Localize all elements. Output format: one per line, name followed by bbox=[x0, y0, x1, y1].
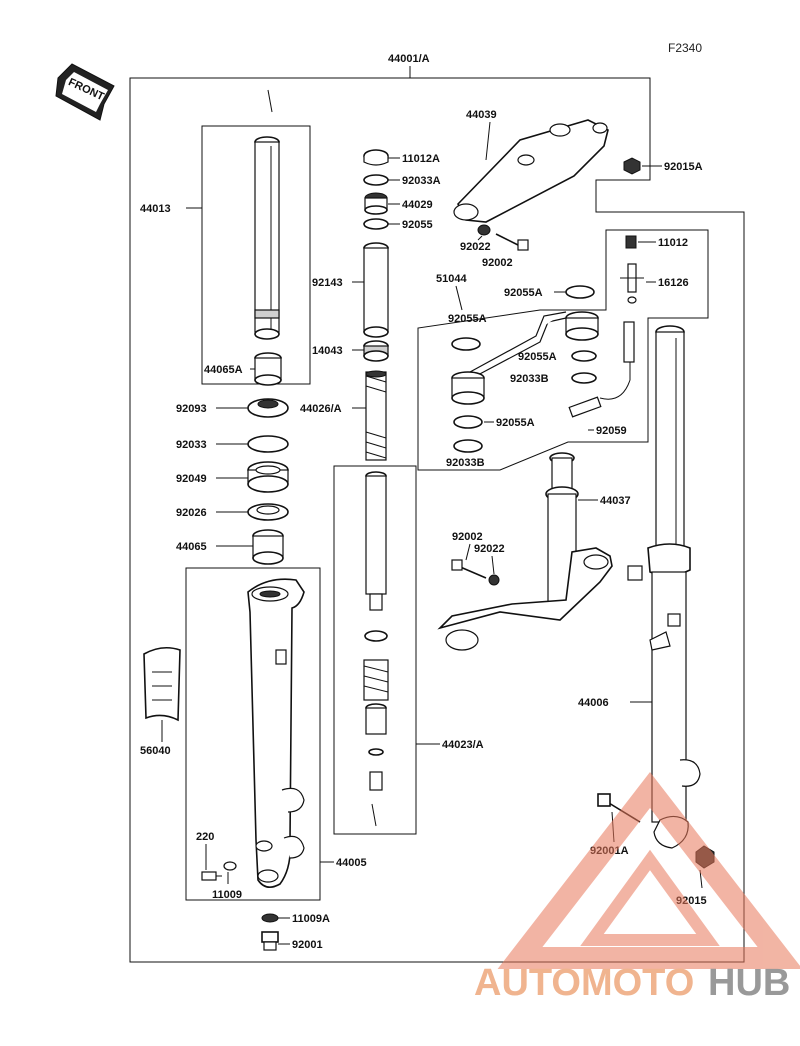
watermark-text-part2: HUB bbox=[708, 962, 790, 1004]
oring-92055A-3 bbox=[571, 350, 597, 362]
label-44023A: 44023/A bbox=[442, 739, 484, 751]
label-92001: 92001 bbox=[292, 939, 323, 951]
label-92055A-3: 92055A bbox=[518, 351, 557, 363]
label-92055A-1: 92055A bbox=[504, 287, 543, 299]
label-44065A: 44065A bbox=[204, 364, 243, 376]
spacer-92143 bbox=[363, 242, 389, 338]
damper-rod bbox=[364, 471, 388, 642]
nut-92015A bbox=[623, 157, 641, 175]
damper-group-box bbox=[333, 465, 417, 835]
label-92015A: 92015A bbox=[664, 161, 703, 173]
label-92093: 92093 bbox=[176, 403, 207, 415]
label-92022-bottom: 92022 bbox=[474, 543, 505, 555]
oring-92055A-4 bbox=[453, 415, 483, 429]
label-56040: 56040 bbox=[140, 745, 171, 757]
bolt-92002-bottom bbox=[451, 559, 487, 579]
label-44006: 44006 bbox=[578, 697, 609, 709]
label-92002-top: 92002 bbox=[482, 257, 513, 269]
clip-92033 bbox=[247, 435, 289, 453]
cap-11012 bbox=[625, 235, 637, 249]
rebound-spring bbox=[363, 659, 389, 701]
washer-92026 bbox=[247, 503, 289, 521]
label-11012A: 11012A bbox=[402, 153, 440, 165]
watermark-logo bbox=[497, 772, 800, 969]
label-92026: 92026 bbox=[176, 507, 207, 519]
label-11009A: 11009A bbox=[292, 913, 330, 925]
label-92002-bottom: 92002 bbox=[452, 531, 483, 543]
bolt-92002-top bbox=[495, 233, 529, 251]
label-220: 220 bbox=[196, 831, 214, 843]
top-bracket-44039 bbox=[453, 119, 609, 223]
steering-stem-44037 bbox=[437, 452, 613, 651]
oring-92055A-1 bbox=[565, 285, 595, 299]
bushing-44065A bbox=[254, 352, 282, 386]
oring-92055 bbox=[363, 218, 389, 230]
bushing-44065 bbox=[252, 529, 284, 565]
label-51044: 51044 bbox=[436, 273, 467, 285]
clip-92033B-2 bbox=[453, 439, 483, 453]
label-44065: 44065 bbox=[176, 541, 207, 553]
assembly-outline-44001A bbox=[129, 77, 745, 963]
label-92055A-2: 92055A bbox=[448, 313, 487, 325]
label-11012: 11012 bbox=[658, 237, 688, 249]
label-92055: 92055 bbox=[402, 219, 433, 231]
label-92049: 92049 bbox=[176, 473, 207, 485]
washer-92022-top bbox=[477, 224, 491, 236]
fork-cover-56040 bbox=[143, 646, 181, 722]
label-14043: 14043 bbox=[312, 345, 343, 357]
watermark-text-part1: AUTOMOTO bbox=[474, 962, 694, 1004]
outer-tube-group-box bbox=[185, 567, 321, 901]
washer-92022-bottom bbox=[488, 574, 500, 586]
label-92033A: 92033A bbox=[402, 175, 441, 187]
air-hose-51044 bbox=[451, 311, 599, 405]
label-92022-top: 92022 bbox=[460, 241, 491, 253]
inner-fork-tube bbox=[254, 136, 280, 340]
label-44013: 44013 bbox=[140, 203, 171, 215]
seal-92093 bbox=[247, 398, 289, 418]
label-44039: 44039 bbox=[466, 109, 497, 121]
bolt-220 bbox=[201, 871, 222, 881]
label-44026A: 44026/A bbox=[300, 403, 342, 415]
label-44037: 44037 bbox=[600, 495, 631, 507]
spring-44026A bbox=[365, 370, 387, 461]
right-fork-tube-44006 bbox=[627, 325, 701, 849]
bolt-92001 bbox=[261, 931, 279, 951]
hose-fitting-92059 bbox=[568, 321, 635, 418]
cap-11012A bbox=[363, 149, 389, 166]
oil-lock-piece bbox=[365, 703, 387, 791]
seat-14043 bbox=[363, 340, 389, 362]
label-92143: 92143 bbox=[312, 277, 343, 289]
label-16126: 16126 bbox=[658, 277, 689, 289]
front-arrow-icon: FRONT bbox=[55, 63, 115, 121]
diagram-code: F2340 bbox=[668, 41, 702, 55]
label-44001A: 44001/A bbox=[388, 53, 430, 65]
label-11009: 11009 bbox=[212, 889, 242, 901]
seal-92049 bbox=[247, 461, 289, 493]
plug-44029 bbox=[364, 192, 388, 215]
left-outer-fork-tube bbox=[247, 578, 305, 888]
gasket-11009A bbox=[261, 913, 279, 923]
label-44029: 44029 bbox=[402, 199, 433, 211]
label-92055A-4: 92055A bbox=[496, 417, 535, 429]
inner-tube-group-box bbox=[201, 125, 311, 385]
ring-92033A bbox=[363, 174, 389, 186]
label-44005: 44005 bbox=[336, 857, 367, 869]
label-92059: 92059 bbox=[596, 425, 627, 437]
gasket-11009 bbox=[223, 861, 237, 871]
clip-92033B-1 bbox=[571, 372, 597, 384]
label-92033B-2: 92033B bbox=[446, 457, 485, 469]
label-92033: 92033 bbox=[176, 439, 207, 451]
valve-16126 bbox=[620, 263, 644, 304]
label-92033B-1: 92033B bbox=[510, 373, 549, 385]
air-valve-group-box bbox=[417, 229, 709, 471]
oring-92055A-2 bbox=[451, 337, 481, 351]
